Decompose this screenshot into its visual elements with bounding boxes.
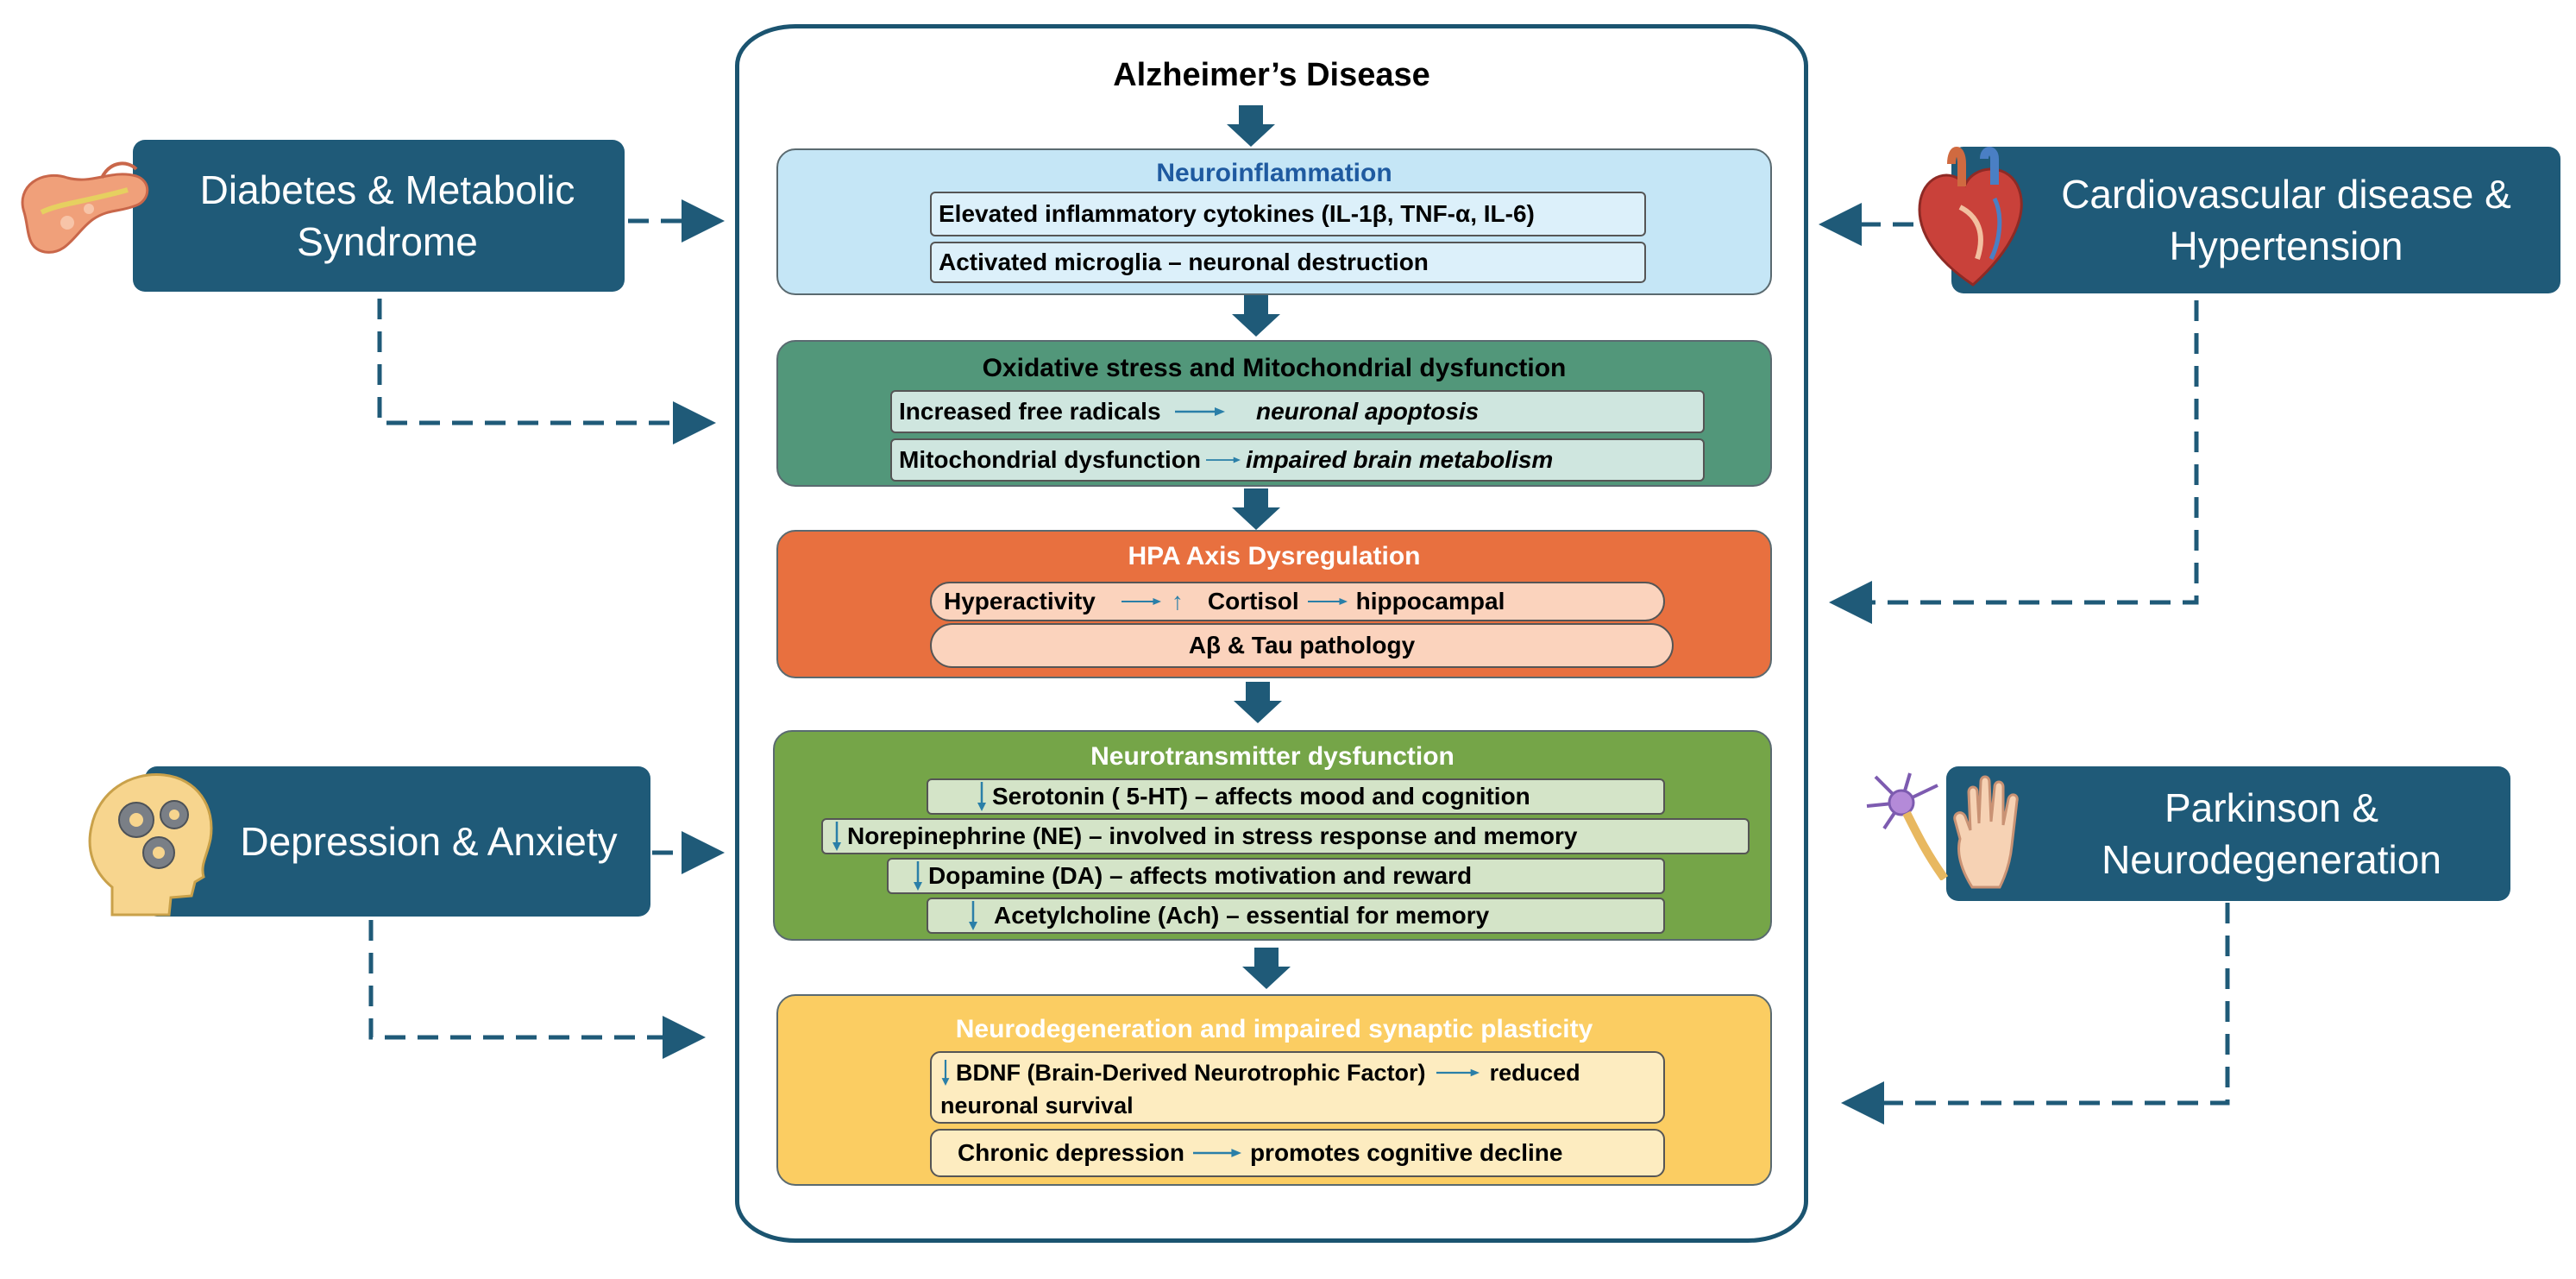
- down-arrow-2: [1232, 295, 1280, 337]
- connector-diabetes-oxidative: [377, 299, 716, 444]
- parkinson-box: Parkinson & Neurodegeneration: [1946, 766, 2510, 901]
- mito-dysfunction-item: Mitochondrial dysfunction impaired brain…: [890, 438, 1705, 482]
- parkinson-label: Parkinson & Neurodegeneration: [2102, 785, 2441, 882]
- down-arrow-1: [1227, 105, 1275, 147]
- cytokines-item: Elevated inflammatory cytokines (IL-1β, …: [930, 192, 1646, 236]
- depression-box: Depression & Anxiety: [145, 766, 650, 917]
- cardio-label: Cardiovascular disease & Hypertension: [2061, 172, 2511, 268]
- stage-oxidative: Oxidative stress and Mitochondrial dysfu…: [776, 340, 1772, 487]
- microglia-item: Activated microglia – neuronal destructi…: [930, 242, 1646, 283]
- hand-icon: [1953, 775, 2019, 889]
- cardio-box: Cardiovascular disease & Hypertension: [1951, 147, 2560, 293]
- decrease-arrow-icon: [914, 861, 922, 891]
- stage-title: Neurotransmitter dysfunction: [1090, 742, 1454, 771]
- diabetes-label: Diabetes & Metabolic Syndrome: [199, 167, 575, 264]
- connector-depression-neurodegeneration: [368, 920, 706, 1059]
- stage-neuroinflammation: Neuroinflammation Elevated inflammatory …: [776, 148, 1772, 295]
- serotonin-item: Serotonin ( 5-HT) – affects mood and cog…: [927, 778, 1665, 815]
- diabetes-box: Diabetes & Metabolic Syndrome: [133, 140, 625, 292]
- stage-neurodegeneration: Neurodegeneration and impaired synaptic …: [776, 994, 1772, 1186]
- connector-cardio-hpa: [1829, 300, 2199, 624]
- chronic-depression-item: Chronic depression promotes cognitive de…: [930, 1129, 1665, 1177]
- pancreas-icon: [21, 161, 149, 254]
- main-title: Alzheimer’s Disease: [1113, 57, 1430, 93]
- increase-arrow-icon: ↑: [1171, 588, 1184, 614]
- neuron-icon: [1866, 772, 1949, 880]
- decrease-arrow-icon: [977, 782, 986, 811]
- stage-hpa: HPA Axis Dysregulation Hyperactivity ↑ C…: [776, 530, 1772, 678]
- decrease-arrow-icon: [969, 901, 977, 930]
- acetylcholine-item: Acetylcholine (Ach) – essential for memo…: [927, 898, 1665, 934]
- arrow-right-icon: [1175, 407, 1225, 416]
- arrow-right-icon: [1436, 1068, 1480, 1077]
- bdnf-item: BDNF (Brain-Derived Neurotrophic Factor)…: [930, 1051, 1665, 1124]
- stage-title: Neurodegeneration and impaired synaptic …: [955, 1015, 1593, 1043]
- stage-title: Oxidative stress and Mitochondrial dysfu…: [982, 354, 1567, 382]
- down-arrow-4: [1234, 682, 1282, 723]
- norepinephrine-item: Norepinephrine (NE) – involved in stress…: [821, 818, 1750, 854]
- down-arrow-5: [1242, 948, 1291, 989]
- arrow-right-icon: [1206, 457, 1241, 463]
- down-arrow-3: [1232, 488, 1280, 530]
- arrow-right-icon: [1121, 598, 1161, 605]
- abeta-tau-item: Aβ & Tau pathology: [930, 623, 1674, 668]
- depression-label: Depression & Anxiety: [240, 819, 618, 864]
- head-gears-icon: [88, 773, 213, 917]
- stage-neurotransmitter: Neurotransmitter dysfunction Serotonin (…: [773, 730, 1772, 941]
- free-radicals-item: Increased free radicals neuronal apoptos…: [890, 390, 1705, 433]
- hyperactivity-item: Hyperactivity ↑ Cortisol hippocampal: [930, 582, 1665, 621]
- decrease-arrow-icon: [832, 822, 841, 851]
- stage-title: HPA Axis Dysregulation: [1128, 542, 1421, 570]
- arrow-right-icon: [1192, 1149, 1241, 1157]
- dopamine-item: Dopamine (DA) – affects motivation and r…: [887, 858, 1665, 894]
- heart-icon: [1918, 147, 2023, 287]
- decrease-arrow-icon: [941, 1060, 950, 1086]
- stage-title: Neuroinflammation: [1156, 159, 1392, 187]
- connector-parkinson-neurodegeneration: [1841, 903, 2230, 1125]
- arrow-right-icon: [1307, 598, 1348, 605]
